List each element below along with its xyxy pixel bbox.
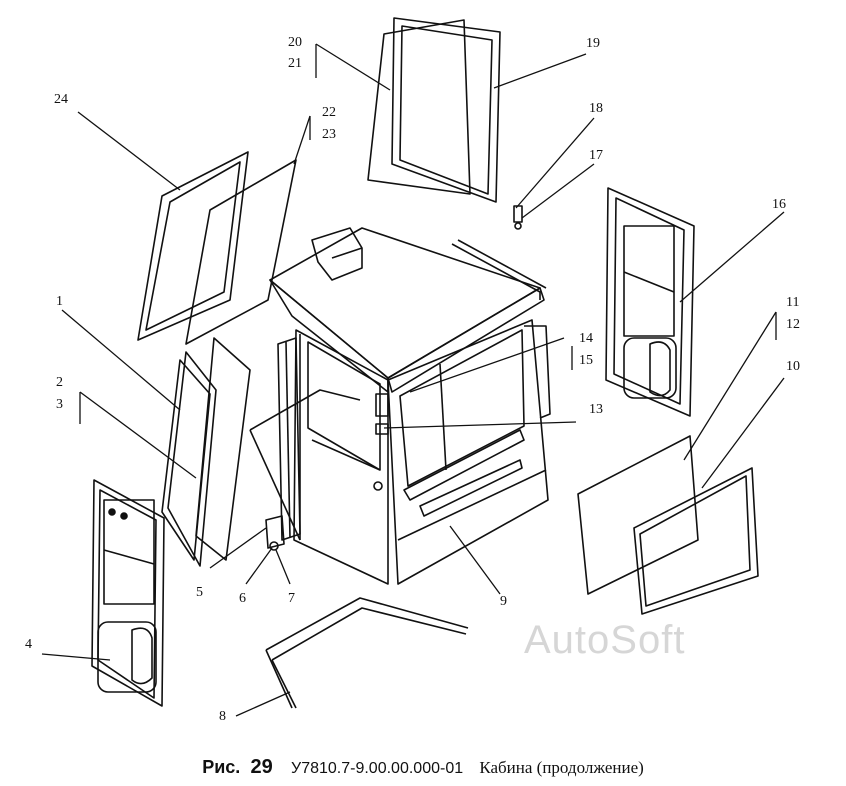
label-13: 13 <box>589 402 603 417</box>
part-22-23-rear-glass <box>185 159 297 345</box>
label-23: 23 <box>322 127 336 142</box>
label-20: 20 <box>288 35 302 50</box>
label-9: 9 <box>500 594 507 609</box>
label-18: 18 <box>589 101 603 116</box>
label-8: 8 <box>219 709 226 724</box>
part-24-window-seal <box>137 151 249 341</box>
label-3: 3 <box>56 397 63 412</box>
part-10-12-right-glass <box>577 435 759 615</box>
part-16-right-door <box>605 187 695 417</box>
part-19-21-front-glass <box>367 17 501 203</box>
part-4-left-door <box>91 479 165 707</box>
label-19: 19 <box>586 36 600 51</box>
part-1-3-left-glass <box>161 337 251 567</box>
label-21: 21 <box>288 56 302 71</box>
drawing-code: У7810.7-9.00.00.000-01 <box>291 760 464 777</box>
label-16: 16 <box>772 197 786 212</box>
label-5: 5 <box>196 585 203 600</box>
watermark-text: AutoSoft <box>524 618 686 662</box>
label-2: 2 <box>56 375 63 390</box>
cabin-body <box>249 227 551 585</box>
figure-caption: Рис. 29 У7810.7-9.00.00.000-01 Кабина (п… <box>0 756 846 779</box>
label-22: 22 <box>322 105 336 120</box>
figure-title: Кабина (продолжение) <box>479 758 644 777</box>
figure-number: 29 <box>250 756 273 778</box>
label-10: 10 <box>786 359 800 374</box>
label-15: 15 <box>579 353 593 368</box>
label-14: 14 <box>579 331 593 346</box>
label-12: 12 <box>786 317 800 332</box>
label-1: 1 <box>56 294 63 309</box>
label-17: 17 <box>589 148 603 163</box>
part-8-seal-strip <box>265 597 469 709</box>
leader-lines <box>41 43 785 717</box>
label-11: 11 <box>786 295 800 310</box>
label-7: 7 <box>288 591 295 606</box>
part-17-18-latch <box>513 205 523 230</box>
label-24: 24 <box>54 92 68 107</box>
label-4: 4 <box>25 637 32 652</box>
figure-prefix: Рис. <box>202 757 241 777</box>
label-6: 6 <box>239 591 246 606</box>
